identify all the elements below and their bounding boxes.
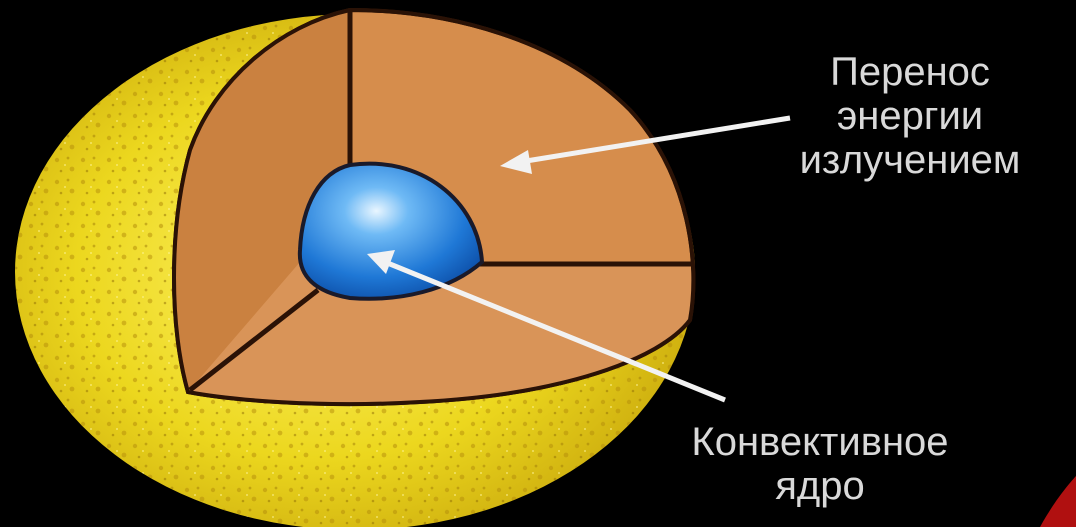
label-radiative-transfer-line-1: Перенос xyxy=(830,50,990,94)
convective-core xyxy=(297,161,485,301)
arrow-radiation xyxy=(500,115,791,174)
label-convective-core: Конвективное ядро xyxy=(600,420,1040,508)
label-convective-core-line-2: ядро xyxy=(775,464,865,508)
label-radiative-transfer-line-3: излучением xyxy=(799,138,1021,182)
arrow-core xyxy=(367,250,726,403)
radiative-zone-left-face xyxy=(174,10,350,392)
radiative-zone-bottom-face xyxy=(188,262,695,405)
cut-edge-left xyxy=(188,288,320,392)
corner-red-streak xyxy=(1040,476,1076,527)
label-convective-core-line-1: Конвективное xyxy=(691,420,949,464)
label-radiative-transfer: Перенос энергии излучением xyxy=(760,50,1060,182)
radiative-zone-outline xyxy=(172,7,696,407)
label-radiative-transfer-line-2: энергии xyxy=(836,94,984,138)
